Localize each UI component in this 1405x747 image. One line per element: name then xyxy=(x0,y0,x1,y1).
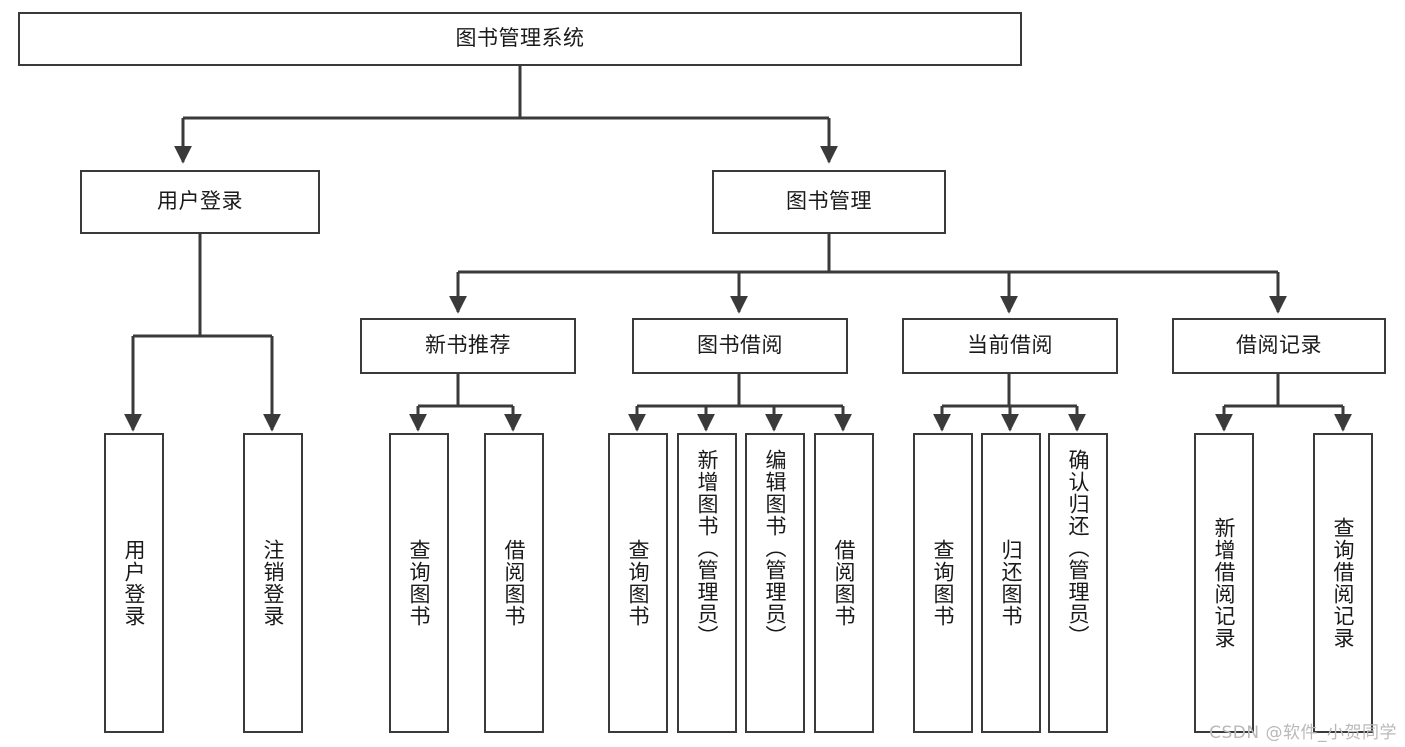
node-leaf-borrow-book-recommend[interactable]: 借阅图书 xyxy=(484,433,544,733)
node-leaf-query-book-borrow[interactable]: 查询图书 xyxy=(608,433,668,733)
node-leaf-add-book-admin[interactable]: 新增图书（管理员） xyxy=(677,433,737,733)
node-label: 归还图书 xyxy=(999,539,1024,627)
node-label: 图书借阅 xyxy=(697,333,783,358)
node-leaf-edit-book-admin[interactable]: 编辑图书（管理员） xyxy=(745,433,805,733)
node-leaf-return-book[interactable]: 归还图书 xyxy=(981,433,1041,733)
node-label: 借阅图书 xyxy=(502,539,527,627)
node-leaf-borrow-book[interactable]: 借阅图书 xyxy=(814,433,874,733)
node-label: 编辑图书（管理员） xyxy=(763,449,788,647)
node-label: 确认归还（管理员） xyxy=(1066,449,1091,647)
node-label: 新增借阅记录 xyxy=(1212,517,1237,649)
node-label: 借阅图书 xyxy=(832,539,857,627)
node-label: 新增图书（管理员） xyxy=(695,449,720,647)
node-leaf-confirm-return-admin[interactable]: 确认归还（管理员） xyxy=(1048,433,1108,733)
node-label: 查询图书 xyxy=(931,539,956,627)
node-book-management[interactable]: 图书管理 xyxy=(712,170,946,234)
node-leaf-query-book-current[interactable]: 查询图书 xyxy=(913,433,973,733)
node-leaf-user-login[interactable]: 用户登录 xyxy=(104,433,164,733)
node-label: 查询图书 xyxy=(407,539,432,627)
node-label: 借阅记录 xyxy=(1236,333,1322,358)
node-label: 图书管理系统 xyxy=(455,26,585,51)
node-borrow-record[interactable]: 借阅记录 xyxy=(1172,318,1386,374)
node-label: 查询借阅记录 xyxy=(1331,517,1356,649)
node-leaf-query-book-recommend[interactable]: 查询图书 xyxy=(389,433,449,733)
node-leaf-logout[interactable]: 注销登录 xyxy=(243,433,303,733)
node-label: 注销登录 xyxy=(261,539,286,627)
node-label: 当前借阅 xyxy=(967,333,1053,358)
node-new-book-recommend[interactable]: 新书推荐 xyxy=(360,318,576,374)
node-book-borrow[interactable]: 图书借阅 xyxy=(632,318,848,374)
node-label: 用户登录 xyxy=(122,539,147,627)
node-user-login[interactable]: 用户登录 xyxy=(80,170,320,234)
node-leaf-query-borrow-record[interactable]: 查询借阅记录 xyxy=(1313,433,1373,733)
node-root-system[interactable]: 图书管理系统 xyxy=(18,12,1022,66)
node-current-borrow[interactable]: 当前借阅 xyxy=(902,318,1118,374)
node-label: 查询图书 xyxy=(626,539,651,627)
node-leaf-add-borrow-record[interactable]: 新增借阅记录 xyxy=(1194,433,1254,733)
node-label: 用户登录 xyxy=(157,189,243,214)
node-label: 新书推荐 xyxy=(425,333,511,358)
node-label: 图书管理 xyxy=(786,189,872,214)
